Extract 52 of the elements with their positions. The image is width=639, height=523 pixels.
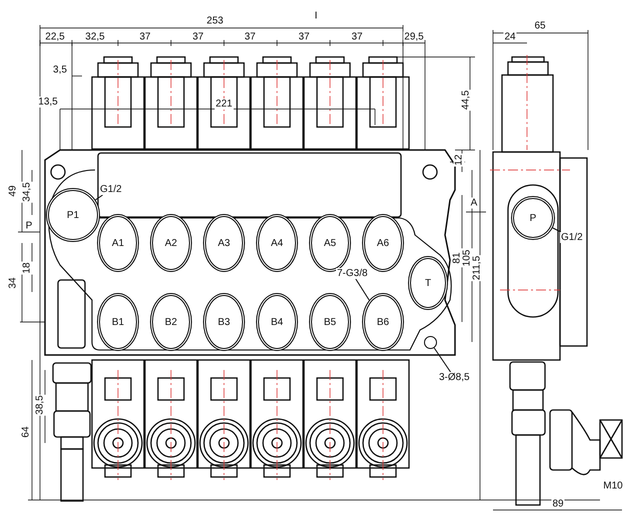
dimension-label: 44,5 xyxy=(460,89,472,111)
port-circle: P1 xyxy=(46,188,100,242)
dimension-label: 29,5 xyxy=(403,32,425,42)
port-circle: B4 xyxy=(256,293,298,351)
thread-callout: 3-Ø8,5 xyxy=(438,372,471,383)
port-circle: T xyxy=(408,256,448,310)
dimension-label: 34 xyxy=(8,276,18,290)
port-circle: B2 xyxy=(150,293,192,351)
port-label: P xyxy=(24,220,34,232)
dimension-label: 37 xyxy=(138,32,152,42)
dimension-label: 32,5 xyxy=(84,32,106,42)
dimension-label: 105 xyxy=(462,248,472,268)
mounting-hole xyxy=(424,336,437,349)
dimension-label: 24 xyxy=(503,32,517,42)
dimension-label: 13,5 xyxy=(37,96,59,108)
thread-callout: G1/2 xyxy=(560,232,584,243)
leader-line xyxy=(552,227,562,232)
dimension-label: 211,5 xyxy=(472,254,482,282)
dimension-label: 34,5 xyxy=(22,181,32,203)
dimension-label: 3,5 xyxy=(52,64,68,76)
port-circle: P xyxy=(511,196,555,240)
port-circle: A2 xyxy=(150,214,192,272)
dimension-label: 37 xyxy=(350,32,364,42)
dimension-label: 49 xyxy=(8,184,18,198)
dimension-label: 12 xyxy=(454,153,464,167)
dimension-label: 65 xyxy=(533,20,547,32)
view-label: I xyxy=(314,10,318,22)
dimension-label: 89 xyxy=(551,498,565,510)
port-circle: A3 xyxy=(203,214,245,272)
leader-line xyxy=(355,278,370,301)
port-circle: B5 xyxy=(309,293,351,351)
section-label: A xyxy=(470,198,478,208)
dimension-label: 18 xyxy=(22,261,32,275)
dimension-label: 38,5 xyxy=(34,394,46,416)
port-circle: A4 xyxy=(256,214,298,272)
port-circle: B1 xyxy=(97,293,139,351)
dimension-label: 37 xyxy=(191,32,205,42)
dimension-label: 221 xyxy=(214,98,234,110)
dimension-label: 253 xyxy=(206,16,224,26)
dimension-label: M10 xyxy=(602,480,624,492)
leader-line xyxy=(434,347,452,372)
thread-callout: G1/2 xyxy=(99,184,123,195)
dimension-label: 81 xyxy=(452,251,462,265)
dimension-label: 37 xyxy=(297,32,311,42)
port-circle: A1 xyxy=(97,214,139,272)
dimension-label: 37 xyxy=(243,32,257,42)
thread-callout: 7-G3/8 xyxy=(336,268,369,279)
leader-line xyxy=(94,194,104,200)
port-circle: B6 xyxy=(362,293,404,351)
port-circle: B3 xyxy=(203,293,245,351)
dimension-label: 64 xyxy=(20,425,32,439)
dimension-label: 22,5 xyxy=(44,32,66,42)
